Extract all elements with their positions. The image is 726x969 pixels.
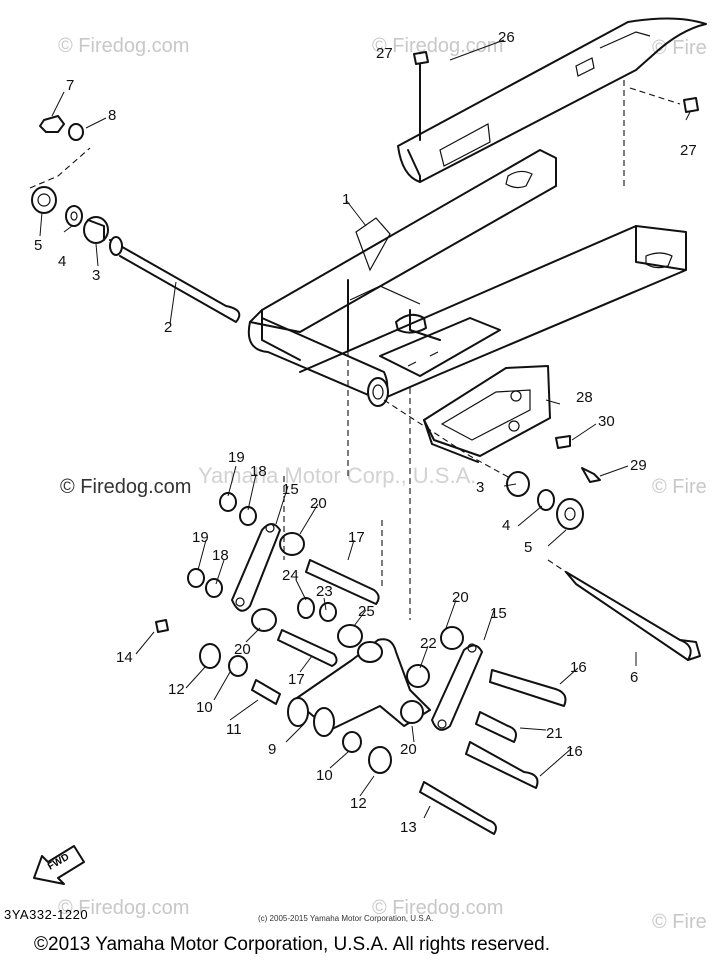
callout-18: 18: [250, 463, 267, 480]
bolt-part-6: [547, 559, 701, 661]
copyright-notice: ©2013 Yamaha Motor Corporation, U.S.A. A…: [34, 934, 550, 955]
right-pivot-hardware: [383, 399, 584, 530]
callout-14: 14: [116, 649, 133, 666]
callout-5: 5: [524, 539, 532, 556]
pivot-shaft-part-2: [109, 236, 241, 323]
callout-20: 20: [400, 741, 417, 758]
callout-27: 27: [680, 142, 697, 159]
linkage-assembly: [155, 320, 567, 835]
watermark-site: © Firedog.com: [58, 35, 189, 57]
callout-9: 9: [268, 741, 276, 758]
callout-21: 21: [546, 725, 563, 742]
callout-6: 6: [630, 669, 638, 686]
callout-28: 28: [576, 389, 593, 406]
callout-12: 12: [350, 795, 367, 812]
watermark-site: © Firedog.com: [372, 897, 503, 919]
callout-10: 10: [196, 699, 213, 716]
fwd-arrow: FWD: [33, 845, 85, 885]
watermark-site-partial: © Fire: [652, 476, 707, 498]
callout-16: 16: [570, 659, 587, 676]
watermark-site: © Firedog.com: [58, 897, 189, 919]
callout-1: 1: [342, 191, 350, 208]
callout-5: 5: [34, 237, 42, 254]
callout-19: 19: [228, 449, 245, 466]
left-pivot-hardware: [29, 115, 109, 244]
callout-15: 15: [490, 605, 507, 622]
callout-29: 29: [630, 457, 647, 474]
callout-19: 19: [192, 529, 209, 546]
callout-18: 18: [212, 547, 229, 564]
callout-4: 4: [502, 517, 510, 534]
watermark-site: © Firedog.com: [372, 35, 503, 57]
callout-16: 16: [566, 743, 583, 760]
callout-22: 22: [420, 635, 437, 652]
chain-case-part-26: [397, 17, 707, 183]
callout-3: 3: [92, 267, 100, 284]
callout-17: 17: [348, 529, 365, 546]
watermark-site-partial: © Fire: [652, 911, 707, 933]
callout-10: 10: [316, 767, 333, 784]
callout-20: 20: [234, 641, 251, 658]
callout-13: 13: [400, 819, 417, 836]
callout-26: 26: [498, 29, 515, 46]
watermark-site-partial: © Fire: [652, 37, 707, 59]
callout-20: 20: [452, 589, 469, 606]
callout-4: 4: [58, 253, 66, 270]
callout-7: 7: [66, 77, 74, 94]
callout-27: 27: [376, 45, 393, 62]
diagram-code: 3YA332-1220: [4, 907, 89, 922]
callout-23: 23: [316, 583, 333, 600]
callout-17: 17: [288, 671, 305, 688]
leader-lines: [39, 39, 691, 819]
watermark-site: © Firedog.com: [60, 476, 191, 498]
callout-11: 11: [226, 721, 242, 738]
callout-30: 30: [598, 413, 615, 430]
swingarm-part-1: [247, 149, 687, 407]
callout-3: 3: [476, 479, 484, 496]
callout-2: 2: [164, 319, 172, 336]
watermark-brand: Yamaha Motor Corp., U.S.A.: [198, 463, 476, 488]
callout-8: 8: [108, 107, 116, 124]
fine-print: (c) 2005-2015 Yamaha Motor Corporation, …: [258, 914, 434, 923]
fwd-label: FWD: [46, 852, 71, 873]
callout-numbers: 26 27 27 1 7 8 5 4 3 2 28 30 29 3 4 5 6 …: [34, 29, 697, 836]
callout-15: 15: [282, 481, 299, 498]
callout-12: 12: [168, 681, 185, 698]
callout-20: 20: [310, 495, 327, 512]
callout-24: 24: [282, 567, 299, 584]
chain-guide-part-28: [423, 365, 551, 463]
callout-25: 25: [358, 603, 375, 620]
